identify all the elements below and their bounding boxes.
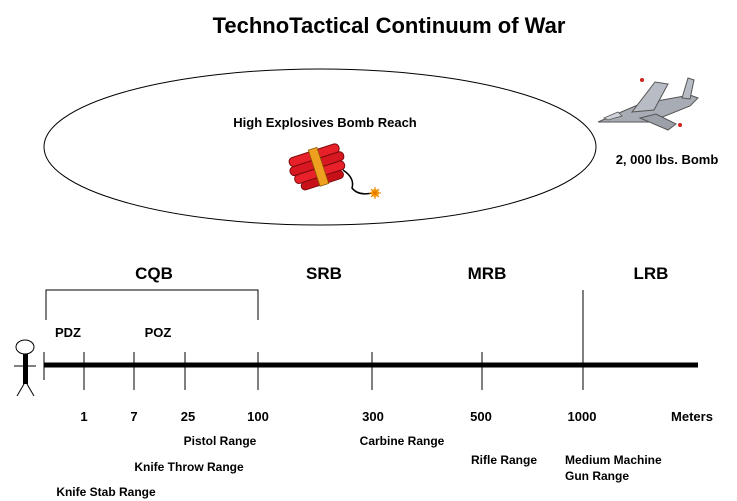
tick-label-300: 300 <box>362 409 384 424</box>
ellipse-label: High Explosives Bomb Reach <box>233 115 417 130</box>
fighter-jet-icon <box>597 77 699 131</box>
tick-label-7: 7 <box>130 409 137 424</box>
unit-label: Meters <box>671 409 713 424</box>
dynamite-bundle-icon <box>288 143 381 199</box>
zone-label-lrb: LRB <box>634 264 669 283</box>
subzone-label-pdz: PDZ <box>55 325 81 340</box>
stick-figure-icon <box>14 339 36 397</box>
range-label-mmg-line1: Medium Machine <box>565 453 662 467</box>
range-label-knife-throw: Knife Throw Range <box>134 460 244 474</box>
range-label-mmg-line2: Gun Range <box>565 469 629 483</box>
range-label-carbine: Carbine Range <box>360 434 445 448</box>
zone-label-mrb: MRB <box>468 264 507 283</box>
tick-label-500: 500 <box>470 409 492 424</box>
zone-label-srb: SRB <box>306 264 342 283</box>
range-label-rifle: Rifle Range <box>471 453 537 467</box>
tick-label-1000: 1000 <box>568 409 597 424</box>
zone-label-cqb: CQB <box>135 264 173 283</box>
subzone-label-poz: POZ <box>145 325 172 340</box>
range-label-pistol: Pistol Range <box>184 434 257 448</box>
bomb-label: 2, 000 lbs. Bomb <box>616 152 719 167</box>
cqb-bracket <box>45 289 259 320</box>
range-label-knife-stab: Knife Stab Range <box>56 485 156 499</box>
tick-label-1: 1 <box>80 409 87 424</box>
diagram-title: TechnoTactical Continuum of War <box>213 13 566 38</box>
tick-label-25: 25 <box>181 409 195 424</box>
tick-label-100: 100 <box>247 409 269 424</box>
blast-reach-ellipse <box>43 68 597 226</box>
